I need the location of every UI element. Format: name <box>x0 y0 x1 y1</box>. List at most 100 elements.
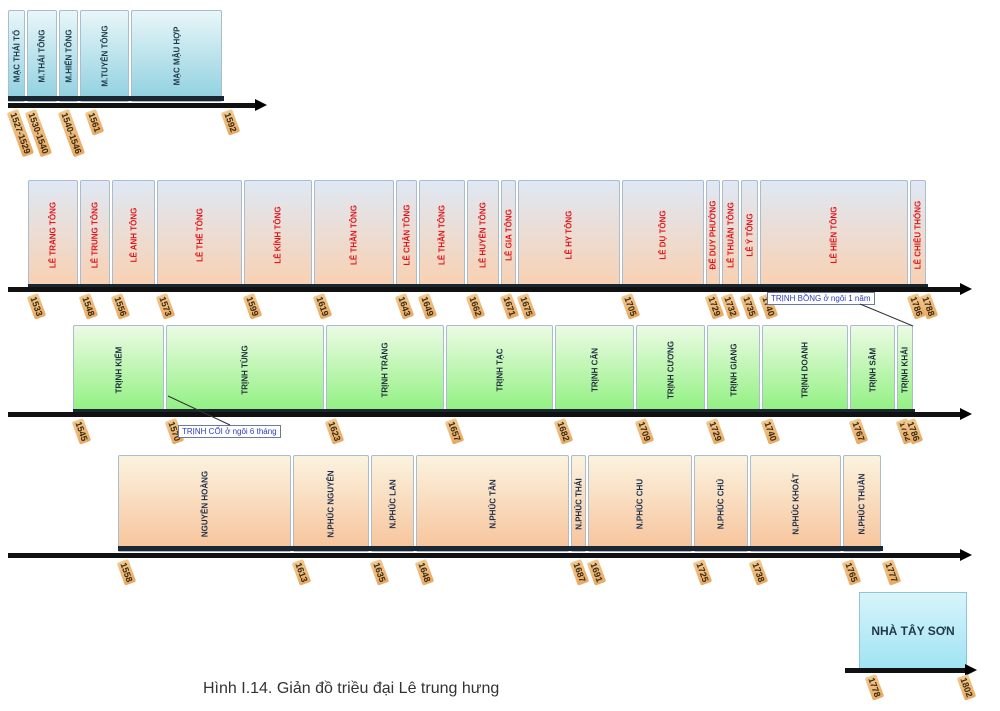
year-tick-label: 1561 <box>84 109 105 136</box>
row-baseline <box>8 96 224 101</box>
year-tick-label: 1573 <box>155 293 176 320</box>
year-tick-label: 1635 <box>369 559 390 586</box>
reign-box: M.THÁI TÔNG <box>27 10 57 102</box>
reign-label: TRỊNH CĂN <box>590 348 599 392</box>
year-tick-label: 1533 <box>26 293 47 320</box>
reign-label: TRỊNH TRÁNG <box>380 342 390 398</box>
reign-box: LÊ TRANG TÔNG <box>28 180 78 290</box>
reign-label: N.PHÚC NGUYÊN <box>326 469 336 538</box>
reign-box: LÊ TRUNG TÔNG <box>80 180 110 290</box>
reign-label: N.PHÚC KHOÁT <box>791 472 800 535</box>
reign-label: LÊ Ý TÔNG <box>745 213 754 257</box>
reign-box: LÊ Ý TÔNG <box>741 180 758 290</box>
timeline-axis <box>8 412 960 417</box>
year-tick-label: 1740 <box>760 418 781 445</box>
reign-box: N.PHÚC THUẦN <box>843 455 881 552</box>
reign-label: NGUYỄN HOÀNG <box>200 470 209 537</box>
year-tick-label: 1648 <box>414 559 435 586</box>
reign-label: TRỊNH KHẢI <box>900 346 910 394</box>
year-tick-label: 1613 <box>291 559 312 586</box>
timeline-axis <box>8 103 255 108</box>
tay-son-label: NHÀ TÂY SƠN <box>871 624 955 638</box>
reign-box: MẠC MẬU HỢP <box>131 10 222 102</box>
reign-label: M.HIẾN TÔNG <box>64 29 73 83</box>
row-baseline <box>28 284 928 289</box>
reign-box: LÊ THẦN TÔNG <box>314 180 394 290</box>
reign-box: LÊ ANH TÔNG <box>112 180 155 290</box>
reign-box: NGUYỄN HOÀNG <box>118 455 291 552</box>
reign-label: TRỊNH TÙNG <box>240 345 250 395</box>
bong-callout-line <box>859 303 914 327</box>
reign-box: LÊ CHÂN TÔNG <box>396 180 417 290</box>
year-tick-label: 1662 <box>465 293 486 320</box>
year-tick-label: 1691 <box>586 559 607 586</box>
year-tick-label: 1777 <box>881 559 902 586</box>
year-tick-label: 1732 <box>720 293 741 320</box>
reign-label: TRỊNH DOANH <box>800 342 810 398</box>
reign-label: N.PHÚC LAN <box>388 478 397 529</box>
reign-box: TRỊNH CĂN <box>555 325 634 415</box>
reign-label: N.PHÚC THÁI <box>574 477 583 530</box>
reign-box: LÊ GIA TÔNG <box>501 180 516 290</box>
reign-box: N.PHÚC TẦN <box>416 455 569 552</box>
reign-label: LÊ HUYỀN TÔNG <box>478 202 488 268</box>
trinh-bong-note: TRỊNH BỒNG ở ngôi 1 năm <box>767 292 875 305</box>
reign-label: LÊ HIỂN TÔNG <box>829 206 839 264</box>
axis-arrow-icon <box>965 664 977 676</box>
reign-label: ĐẾ DUY PHƯỜNG <box>708 200 718 270</box>
reign-label: LÊ DỤ TÔNG <box>658 210 668 260</box>
reign-label: LÊ KÍNH TÔNG <box>273 206 283 264</box>
reign-box: LÊ HUYỀN TÔNG <box>467 180 499 290</box>
reign-label: TRỊNH TẠC <box>495 348 504 392</box>
timeline-axis <box>8 287 960 292</box>
year-tick-label: 1619 <box>312 293 333 320</box>
year-tick-label: 1765 <box>841 559 862 586</box>
reign-box: N.PHÚC CHU <box>588 455 692 552</box>
reign-box: N.PHÚC THÁI <box>571 455 586 552</box>
reign-label: N.PHÚC TẦN <box>488 478 497 529</box>
axis-arrow-icon <box>255 99 267 111</box>
year-tick-label: 1778 <box>864 674 885 701</box>
reign-box: TRỊNH TẠC <box>446 325 553 415</box>
reign-box: TRỊNH CƯƠNG <box>636 325 705 415</box>
timeline-axis <box>845 668 965 673</box>
reign-box: LÊ CHIÊU THỐNG <box>910 180 926 290</box>
reign-label: LÊ THẦN TÔNG <box>437 205 447 265</box>
year-tick-label: 1649 <box>417 293 438 320</box>
reign-box: N.PHÚC CHÚ <box>694 455 748 552</box>
year-tick-label: 1767 <box>848 418 869 445</box>
reign-box: TRỊNH TRÁNG <box>326 325 444 415</box>
reign-label: N.PHÚC THUẦN <box>857 473 867 534</box>
axis-arrow-icon <box>960 408 972 420</box>
reign-box: TRỊNH DOANH <box>762 325 848 415</box>
reign-label: LÊ THẾ TÔNG <box>195 208 204 262</box>
reign-label: LÊ ANH TÔNG <box>129 207 138 263</box>
reign-label: MẠC MẬU HỢP <box>172 26 181 86</box>
year-tick-label: 1725 <box>692 559 713 586</box>
reign-box: LÊ THẾ TÔNG <box>157 180 242 290</box>
year-tick-label: 1545 <box>71 418 92 445</box>
year-tick-label: 1548 <box>78 293 99 320</box>
reign-label: LÊ HY TÔNG <box>564 210 574 260</box>
reign-box: M.TUYÊN TÔNG <box>80 10 129 102</box>
reign-box: N.PHÚC NGUYÊN <box>293 455 369 552</box>
reign-box: N.PHÚC LAN <box>371 455 414 552</box>
timeline-axis <box>8 553 960 558</box>
reign-box: LÊ HY TÔNG <box>518 180 620 290</box>
year-tick-label: 1540-1546 <box>57 109 86 158</box>
reign-label: TRỊNH GIANG <box>729 343 738 397</box>
reign-box: TRỊNH SÂM <box>850 325 895 415</box>
year-tick-label: 1623 <box>324 418 345 445</box>
reign-box: N.PHÚC KHOÁT <box>750 455 841 552</box>
year-tick-label: 1738 <box>748 559 769 586</box>
year-tick-label: 1556 <box>110 293 131 320</box>
axis-arrow-icon <box>960 549 972 561</box>
year-tick-label: 1558 <box>116 559 137 586</box>
reign-label: TRỊNH KIỂM <box>114 346 123 394</box>
tay-son-box: NHÀ TÂY SƠN <box>859 592 967 670</box>
year-tick-label: 1599 <box>242 293 263 320</box>
reign-box: LÊ THẦN TÔNG <box>419 180 465 290</box>
year-tick-label: 1592 <box>220 109 241 136</box>
row-baseline <box>73 409 915 414</box>
year-tick-label: 1657 <box>444 418 465 445</box>
